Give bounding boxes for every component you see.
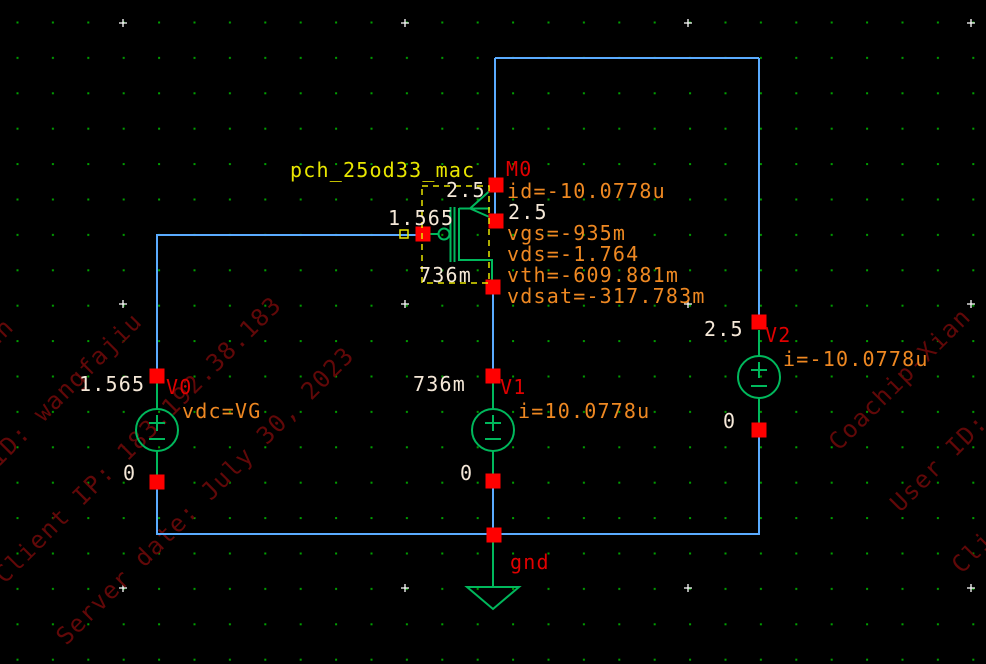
pin-square-v2-minus[interactable]: [751, 422, 767, 438]
pmos-gate-bar: [449, 207, 456, 262]
net-voltage-bulk: 2.5: [508, 200, 548, 224]
pin-square-gate[interactable]: [415, 226, 431, 242]
pmos-gate-bubble-icon: [437, 227, 451, 241]
pin-square-v2-plus[interactable]: [751, 314, 767, 330]
pin-square-v1-plus[interactable]: [485, 368, 501, 384]
v0-pos-voltage: 1.565: [79, 372, 146, 396]
pin-square-drain[interactable]: [485, 279, 501, 295]
v2-pos-voltage: 2.5: [704, 317, 744, 341]
wire-gate-net[interactable]: [156, 234, 418, 372]
device-instance-label[interactable]: M0: [506, 157, 533, 181]
v1-plus-icon: [485, 415, 501, 431]
op-annotation-vgs: vgs=-935m: [507, 221, 627, 245]
vsource-v2-symbol[interactable]: [737, 330, 781, 423]
v1-annotation: i=10.0778u: [518, 399, 651, 423]
wire-bottom-rail[interactable]: [156, 436, 760, 535]
v0-instance-label[interactable]: V0: [166, 375, 193, 399]
op-annotation-vth: vth=-609.881m: [507, 263, 680, 287]
pmos-drain-stub: [459, 259, 493, 282]
op-annotation-vdsat: vdsat=-317.783m: [507, 284, 706, 308]
v2-plus-icon: [751, 362, 767, 378]
v1-instance-label[interactable]: V1: [500, 375, 527, 399]
pin-square-v1-minus[interactable]: [485, 473, 501, 489]
v1-pos-voltage: 736m: [413, 372, 466, 396]
pin-square-v0-plus[interactable]: [149, 368, 165, 384]
v2-annotation: i=-10.0778u: [783, 347, 929, 371]
net-voltage-gate: 1.565: [388, 206, 455, 230]
selection-box: [421, 185, 490, 284]
v2-instance-label[interactable]: V2: [765, 323, 792, 347]
v0-plus-icon: [149, 415, 165, 431]
vsource-v1-symbol[interactable]: [471, 383, 515, 475]
pin-square-source[interactable]: [488, 177, 504, 193]
net-voltage-source: 2.5: [446, 178, 486, 202]
wire-vertex-marker: [399, 229, 409, 239]
pin-square-gnd-junction[interactable]: [486, 527, 502, 543]
pin-square-v0-minus[interactable]: [149, 474, 165, 490]
v0-annotation: vdc=VG: [182, 399, 262, 423]
v0-neg-voltage: 0: [123, 461, 137, 485]
gnd-label[interactable]: gnd: [510, 550, 550, 574]
ground-symbol[interactable]: [464, 542, 522, 611]
v1-neg-voltage: 0: [460, 461, 474, 485]
device-cell-label[interactable]: pch_25od33_mac: [290, 158, 476, 182]
net-voltage-drain: 736m: [419, 263, 472, 287]
pin-square-bulk[interactable]: [488, 213, 504, 229]
op-annotation-id: id=-10.0778u: [507, 179, 666, 203]
gnd-triangle-icon: [464, 586, 522, 611]
vsource-v0-symbol[interactable]: [135, 383, 179, 475]
op-annotation-vds: vds=-1.764: [507, 242, 640, 266]
grid-major-markers: [119, 19, 975, 592]
v2-neg-voltage: 0: [723, 409, 737, 433]
